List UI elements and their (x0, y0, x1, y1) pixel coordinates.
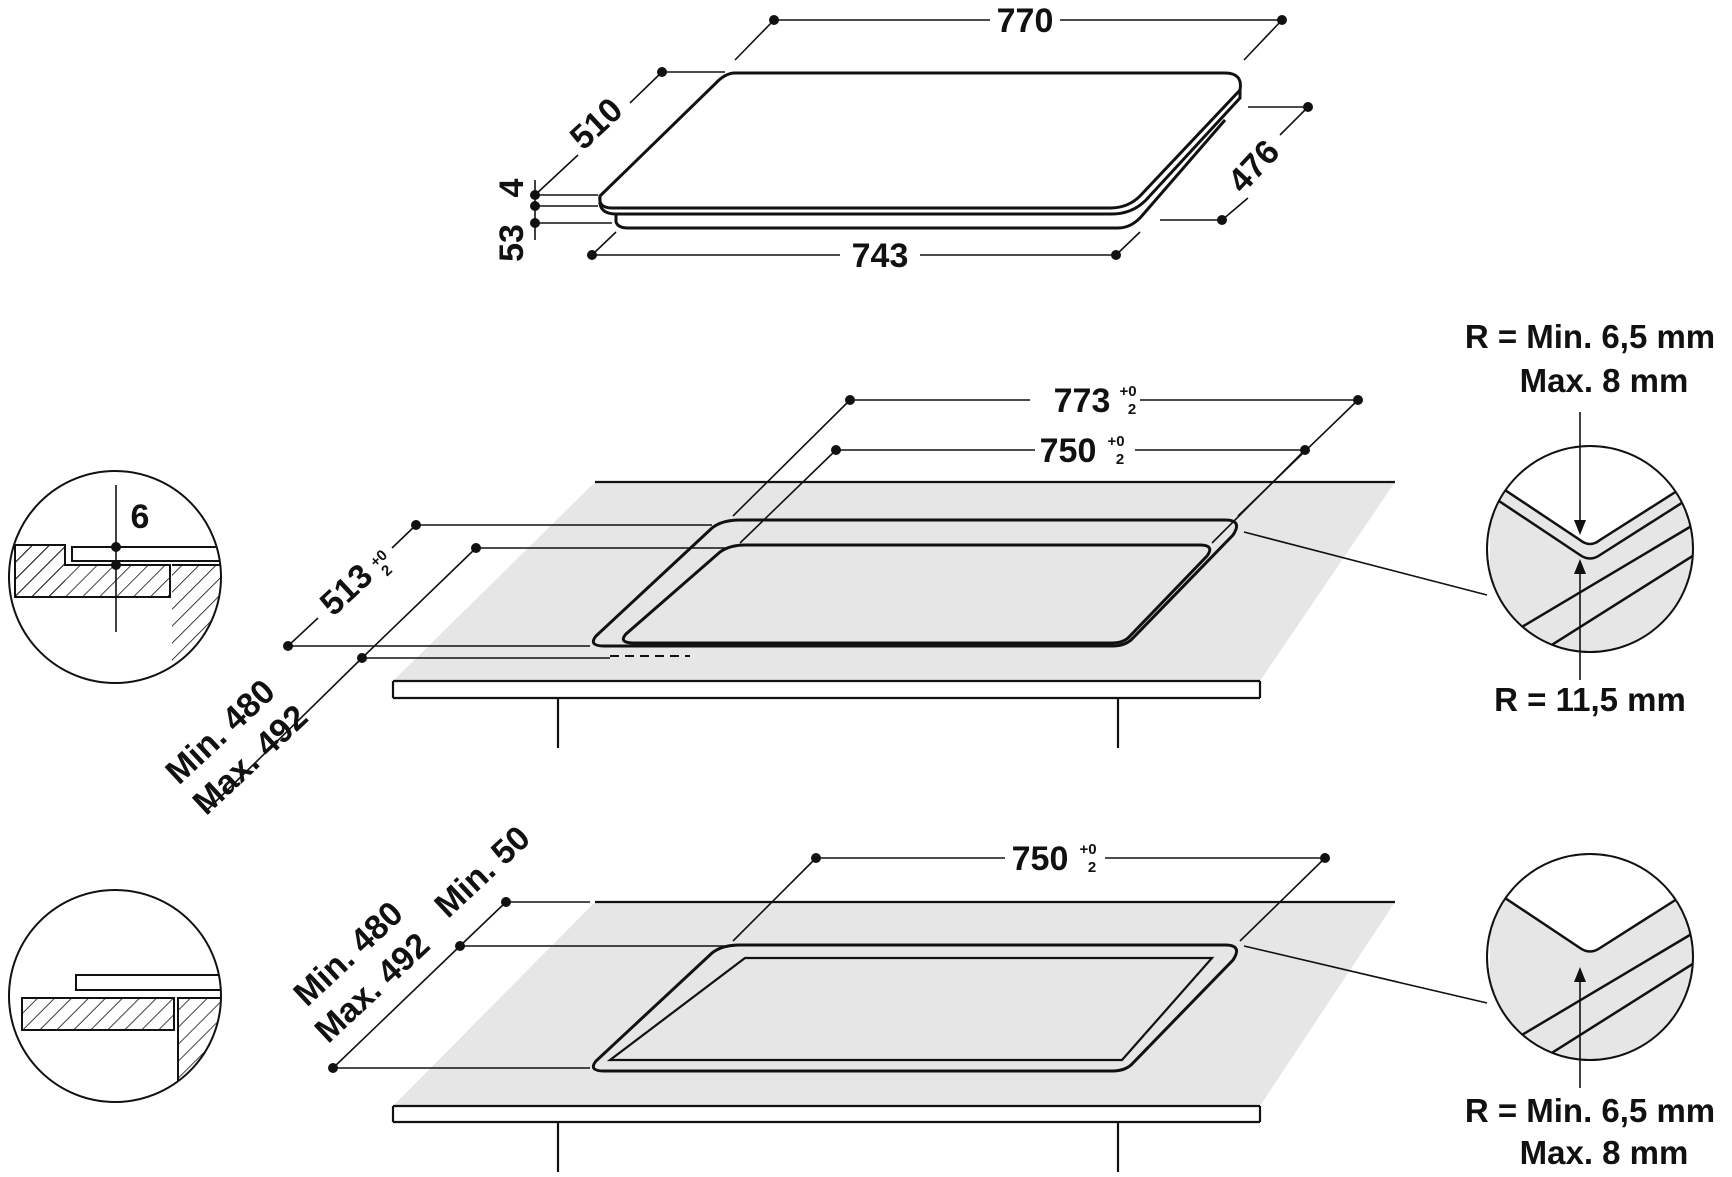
dim-glass-4: 4 (493, 178, 531, 197)
dim-height-53: 53 (493, 224, 531, 262)
dim-rebate-6: 6 (131, 498, 150, 536)
corner-radius-min-flush: R = Min. 6,5 mm (1465, 318, 1715, 355)
tol-minus-750-standard: 2 (1088, 859, 1096, 876)
tol-minus-750: 2 (1116, 451, 1124, 468)
corner-radius-max-flush: Max. 8 mm (1520, 362, 1689, 399)
dim-width-770: 770 (997, 2, 1054, 40)
dim-cutout-width-750: 750 (1040, 432, 1097, 470)
dim-cutout-width-750-standard: 750 (1012, 840, 1069, 878)
tol-minus-513: 2 (378, 562, 396, 580)
hob-isometric: 770 510 4 53 476 743 (493, 2, 1313, 275)
tol-minus-773: 2 (1128, 401, 1136, 418)
tol-plus-750: +0 (1107, 433, 1124, 450)
flush-cutout-section: 773 +0 2 750 +0 2 513 +0 2 Min. 480 Max.… (8, 318, 1715, 822)
hob-glass-edge (598, 90, 1242, 216)
corner-radius-min-standard: R = Min. 6,5 mm (1465, 1092, 1715, 1129)
corner-radius-max-standard: Max. 8 mm (1520, 1134, 1689, 1171)
standard-cutout-section: 750 +0 2 Min. 50 Min. 480 Max. 492 (8, 819, 1715, 1172)
countertop-flush (393, 482, 1395, 681)
detail-circle-rebate: 6 (8, 470, 222, 684)
dim-width-743: 743 (852, 237, 909, 275)
cutout-outline-standard (591, 943, 1239, 1073)
detail-circle-corner-standard: R = Min. 6,5 mm Max. 8 mm (1243, 853, 1715, 1171)
dim-outer-depth-513: 513 (313, 557, 380, 623)
hob-glass-top (598, 71, 1242, 210)
dim-depth-510: 510 (563, 91, 630, 157)
corner-radius-inner: R = 11,5 mm (1494, 681, 1686, 718)
rebate-outline (591, 518, 1239, 648)
dim-outer-width-773: 773 (1054, 382, 1111, 420)
cutout-outline-flush (621, 543, 1212, 645)
detail-circle-overlay (8, 889, 222, 1103)
min-front-50: Min. 50 (427, 819, 537, 925)
dim-depth-476: 476 (1221, 133, 1287, 200)
hob-body (614, 119, 1227, 230)
tol-plus-773: +0 (1119, 383, 1136, 400)
countertop-standard (393, 902, 1395, 1106)
tol-plus-750-standard: +0 (1079, 841, 1096, 858)
detail-circle-corner-flush: R = Min. 6,5 mm Max. 8 mm R = 11,5 mm (1243, 318, 1715, 718)
